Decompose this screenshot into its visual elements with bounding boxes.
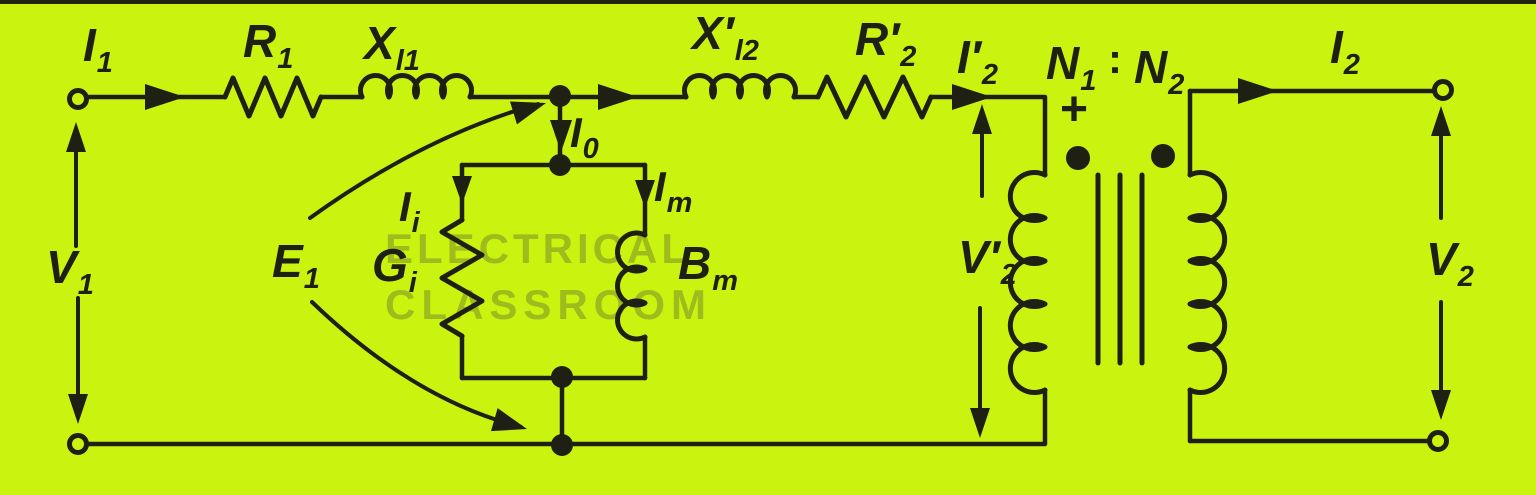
resistor-r1 [222, 75, 324, 119]
label-gi: Gi [372, 239, 417, 299]
current-arrow-i2-prime [952, 84, 992, 110]
label-r2: R′2 [855, 13, 917, 73]
label-xl1: Xl1 [364, 17, 420, 77]
node-shunt-top [549, 154, 571, 176]
label-ii: Ii [399, 183, 420, 239]
label-i1: I1 [83, 19, 113, 79]
current-arrow-i2 [1238, 78, 1278, 104]
transformer-primary-winding [1007, 170, 1048, 395]
e1-arc-top [308, 102, 540, 220]
label-v2-prime: V′2 [958, 231, 1017, 291]
label-n1: N1 [1046, 37, 1097, 97]
label-turns-ratio-colon: : [1108, 35, 1122, 82]
label-v1: V1 [46, 241, 94, 301]
v2-prime-arrowhead-up [972, 104, 992, 134]
e1-arrowhead-bottom [491, 408, 527, 432]
e1-arrowhead-top [509, 101, 546, 125]
wire-r2-primary [928, 94, 1048, 178]
v2-arrowhead-up [1431, 106, 1451, 136]
label-i2: I2 [1330, 21, 1360, 81]
v2-prime-arrowhead-down [970, 408, 990, 438]
terminal-bottom-right [1427, 430, 1449, 452]
e1-arc-bottom [310, 300, 523, 429]
current-arrow-i0 [550, 120, 572, 152]
current-arrow-after-node [598, 84, 638, 110]
v1-arrowhead-up [66, 122, 86, 152]
label-polarity-plus: + [1060, 83, 1089, 136]
inductor-bm [615, 230, 648, 342]
node-shunt-bottom [551, 366, 573, 388]
current-arrow-i1 [145, 84, 185, 110]
label-r1: R1 [243, 15, 294, 75]
transformer-core-lines [1095, 172, 1145, 366]
label-im: Im [654, 163, 693, 219]
label-v2: V2 [1426, 233, 1474, 293]
v1-arrowhead-down [68, 394, 88, 424]
label-xl2: X′l2 [692, 7, 759, 67]
resistor-r2 [815, 74, 934, 120]
junction-dots [549, 85, 573, 456]
transformer [1007, 144, 1228, 395]
current-arrow-ii [452, 176, 472, 204]
label-i0: I0 [570, 109, 599, 165]
top-edge-band [0, 0, 1536, 4]
v1-measure-arrows [66, 122, 88, 424]
inductor-xl2 [682, 73, 798, 100]
resistor-gi [439, 217, 485, 339]
current-arrow-im [635, 180, 655, 208]
v2-measure-arrows [1431, 106, 1451, 420]
label-bm: Bm [678, 237, 739, 297]
label-n2: N2 [1134, 41, 1185, 101]
terminal-top-left [67, 88, 89, 110]
transformer-secondary-winding [1187, 170, 1228, 395]
terminals [67, 79, 1454, 455]
label-e1: E1 [272, 235, 320, 295]
terminal-top-right [1432, 79, 1454, 101]
label-i2-prime: I′2 [957, 31, 998, 91]
terminal-bottom-left [67, 433, 89, 455]
inductor-xl1 [358, 73, 474, 100]
watermark-line2: CLASSROOM [385, 281, 712, 328]
node-top [549, 85, 571, 107]
primary-polarity-dot [1066, 146, 1090, 170]
v2-arrowhead-down [1431, 390, 1451, 420]
v2-prime-measure-arrows [970, 104, 992, 438]
secondary-polarity-dot [1151, 144, 1175, 168]
node-bus [551, 434, 573, 456]
